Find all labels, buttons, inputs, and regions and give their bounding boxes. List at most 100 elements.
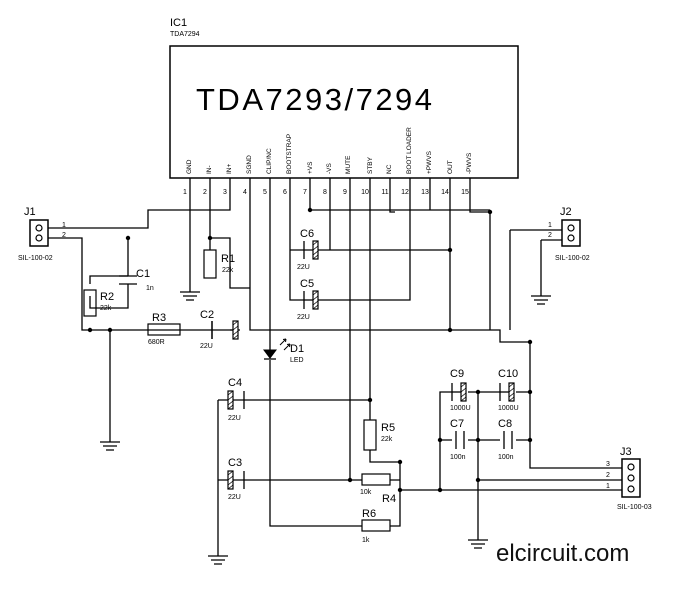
j1-part: SIL-100-02: [18, 255, 53, 262]
capacitor-c6: C6 22U: [290, 228, 319, 271]
c2-ref: C2: [200, 309, 214, 321]
junction-dots: [87, 207, 533, 493]
ground-symbol-5: [468, 536, 488, 549]
ic-title: TDA7293/7294: [196, 82, 435, 117]
pin-name-8: -VS: [326, 163, 333, 175]
j3-part: SIL-100-03: [617, 504, 652, 511]
j3-pin-dot: [627, 463, 635, 471]
wires: [48, 196, 622, 552]
resistor-r5: R5 22k: [363, 419, 395, 451]
r5-ref: R5: [381, 422, 395, 434]
pin-num-13: 13: [421, 189, 429, 196]
ground-symbols: [100, 288, 551, 565]
j1-body: [29, 219, 49, 247]
r2-ref: R2: [100, 291, 114, 303]
j2-body: [561, 219, 581, 247]
ic1: IC1 TDA7294 TDA7293/7294 GND IN- IN+ SGN…: [169, 17, 519, 196]
pin-names: GND IN- IN+ SGND CLIP/NC BOOTSTRAP +VS -…: [186, 127, 473, 174]
capacitor-c7: C7 100n: [450, 418, 466, 461]
c2-value: 22U: [200, 343, 213, 350]
c7-value: 100n: [450, 454, 466, 461]
resistor-r2: R2 22k: [83, 289, 114, 317]
pin-num-8: 8: [323, 189, 327, 196]
pin-name-3: IN+: [226, 164, 233, 175]
j2-pin-1: 1: [548, 222, 552, 229]
j2-pin-2: 2: [548, 232, 552, 239]
pin-num-15: 15: [461, 189, 469, 196]
c1-value: 1n: [146, 285, 154, 292]
j1-pin-dot: [35, 224, 43, 232]
ground-symbol-4: [208, 552, 228, 565]
c9-value: 1000U: [450, 405, 471, 412]
j1-pin-2: 2: [62, 232, 66, 239]
j3-pin-2: 2: [606, 472, 610, 479]
pin-name-2: IN-: [206, 165, 213, 174]
pin-num-2: 2: [203, 189, 207, 196]
connector-j1: J1 1 2 SIL-100-02: [18, 206, 66, 262]
c1-ref: C1: [136, 268, 150, 280]
pin-num-9: 9: [343, 189, 347, 196]
c3-ref: C3: [228, 457, 242, 469]
pin-num-11: 11: [381, 189, 388, 196]
capacitor-c3: C3 22U: [227, 457, 245, 501]
j3-body: [621, 458, 641, 498]
r4-value: 10k: [360, 489, 372, 496]
capacitor-c9: C9 1000U: [450, 368, 471, 412]
pin-num-10: 10: [361, 189, 369, 196]
pin-numbers: 1 2 3 4 5 6 7 8 9 10 11 12 13 14 15: [183, 189, 469, 196]
j2-ref: J2: [560, 206, 572, 218]
pin-name-1: GND: [186, 159, 193, 174]
d1-value: LED: [290, 357, 304, 364]
watermark-text: elcircuit.com: [496, 540, 630, 567]
j2-pin-dot: [567, 234, 575, 242]
j1-ref: J1: [24, 206, 36, 218]
r3-ref: R3: [152, 312, 166, 324]
pin-name-4: SGND: [246, 155, 253, 174]
j3-pin-dot: [627, 485, 635, 493]
resistor-r4: R4 10k: [360, 473, 396, 505]
c8-value: 100n: [498, 454, 514, 461]
c9-ref: C9: [450, 368, 464, 380]
c4-ref: C4: [228, 377, 242, 389]
ground-symbol-3: [531, 292, 551, 305]
r4-ref: R4: [382, 493, 396, 505]
j3-pin-3: 3: [606, 461, 610, 468]
connector-j2: J2 1 2 SIL-100-02: [548, 206, 590, 262]
r2-value: 22k: [100, 305, 112, 312]
d1-ref: D1: [290, 343, 304, 355]
capacitor-c4: C4 22U: [227, 377, 245, 422]
pin-leads: [189, 178, 471, 196]
ground-symbol-2: [100, 438, 120, 451]
pin-name-6: BOOTSTRAP: [286, 134, 293, 174]
ic-body: [169, 45, 519, 179]
connector-j3: J3 3 2 1 SIL-100-03: [606, 446, 652, 511]
c7-ref: C7: [450, 418, 464, 430]
pin-name-13: +PWVS: [426, 150, 433, 174]
r6-ref: R6: [362, 508, 376, 520]
pin-num-6: 6: [283, 189, 287, 196]
ground-symbol-1: [180, 288, 200, 301]
c4-value: 22U: [228, 415, 241, 422]
led-d1: D1 LED: [263, 338, 304, 364]
j3-ref: J3: [620, 446, 632, 458]
pin-num-4: 4: [243, 189, 247, 196]
j2-part: SIL-100-02: [555, 255, 590, 262]
pin-num-5: 5: [263, 189, 267, 196]
c10-ref: C10: [498, 368, 518, 380]
pin-name-11: NC: [386, 164, 393, 174]
r3-value: 680R: [148, 339, 165, 346]
capacitor-c8: C8 100n: [498, 418, 514, 461]
capacitor-c1: C1 1n: [119, 268, 154, 292]
r6-value: 1k: [362, 537, 370, 544]
c6-ref: C6: [300, 228, 314, 240]
pin-name-10: STBY: [367, 156, 374, 174]
resistor-r3: R3 680R: [147, 312, 181, 346]
ic-ref-label: IC1: [170, 17, 187, 29]
pin-num-7: 7: [303, 189, 307, 196]
capacitor-c2: C2 22U: [200, 309, 239, 350]
r1-value: 22k: [222, 267, 234, 274]
c6-value: 22U: [297, 264, 310, 271]
pin-name-15: -PWVS: [466, 152, 473, 174]
pin-name-7: +VS: [307, 161, 314, 174]
